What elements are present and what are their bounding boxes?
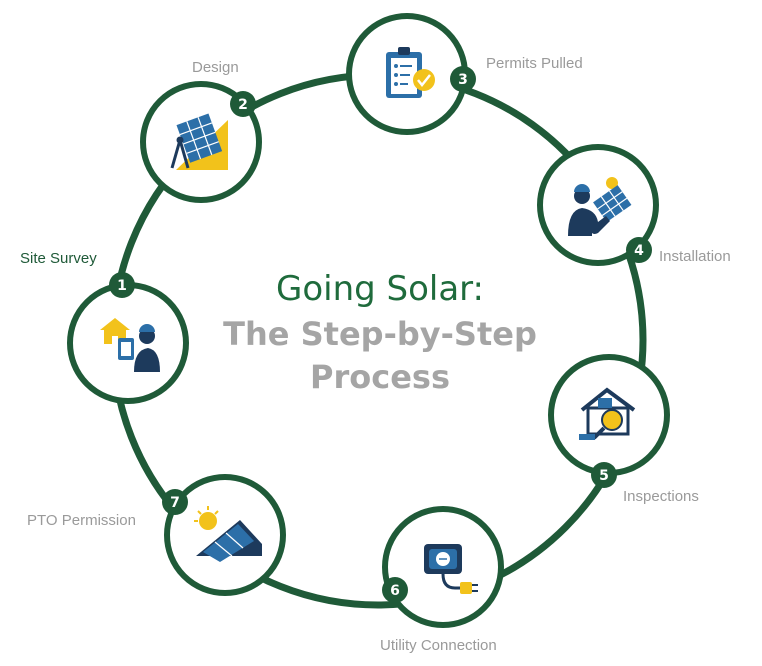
title-step-by-step: The Step-by-Step xyxy=(223,315,537,353)
step-label: Inspections xyxy=(623,488,699,505)
step-installation: 4 Installation xyxy=(537,144,731,266)
design-icon xyxy=(170,113,228,170)
utility-connection-icon xyxy=(424,544,478,594)
step-number: 7 xyxy=(170,495,180,511)
step-label: Design xyxy=(192,59,239,76)
step-utility-connection: 6 Utility Connection xyxy=(380,506,504,654)
step-label: Installation xyxy=(659,248,731,265)
step-pto-permission: 7 PTO Permission xyxy=(27,474,286,596)
installation-icon xyxy=(568,177,632,236)
step-number: 1 xyxy=(117,278,127,294)
step-site-survey: 1 Site Survey xyxy=(20,250,189,404)
step-label: Utility Connection xyxy=(380,637,497,654)
title-going-solar: Going Solar: xyxy=(276,269,484,309)
step-badge xyxy=(382,577,408,603)
title-process: Process xyxy=(310,358,450,396)
step-inspections: 5 Inspections xyxy=(548,354,699,505)
permits-icon xyxy=(386,47,435,98)
step-badge xyxy=(450,66,476,92)
step-label: PTO Permission xyxy=(27,512,136,529)
step-number: 3 xyxy=(458,72,468,88)
step-permits-pulled: 3 Permits Pulled xyxy=(346,13,583,135)
step-badge xyxy=(109,272,135,298)
step-label: Site Survey xyxy=(20,250,97,267)
step-number: 5 xyxy=(599,468,609,484)
site-survey-icon xyxy=(100,318,160,372)
step-number: 4 xyxy=(634,243,644,259)
step-label: Permits Pulled xyxy=(486,55,583,72)
step-badge xyxy=(162,489,188,515)
step-badge xyxy=(626,237,652,263)
step-design: 2 Design xyxy=(140,59,262,203)
step-badge xyxy=(230,91,256,117)
step-number: 2 xyxy=(238,97,248,113)
step-badge xyxy=(591,462,617,488)
pto-permission-icon xyxy=(194,506,262,562)
step-number: 6 xyxy=(390,583,400,599)
inspections-icon xyxy=(579,387,636,440)
